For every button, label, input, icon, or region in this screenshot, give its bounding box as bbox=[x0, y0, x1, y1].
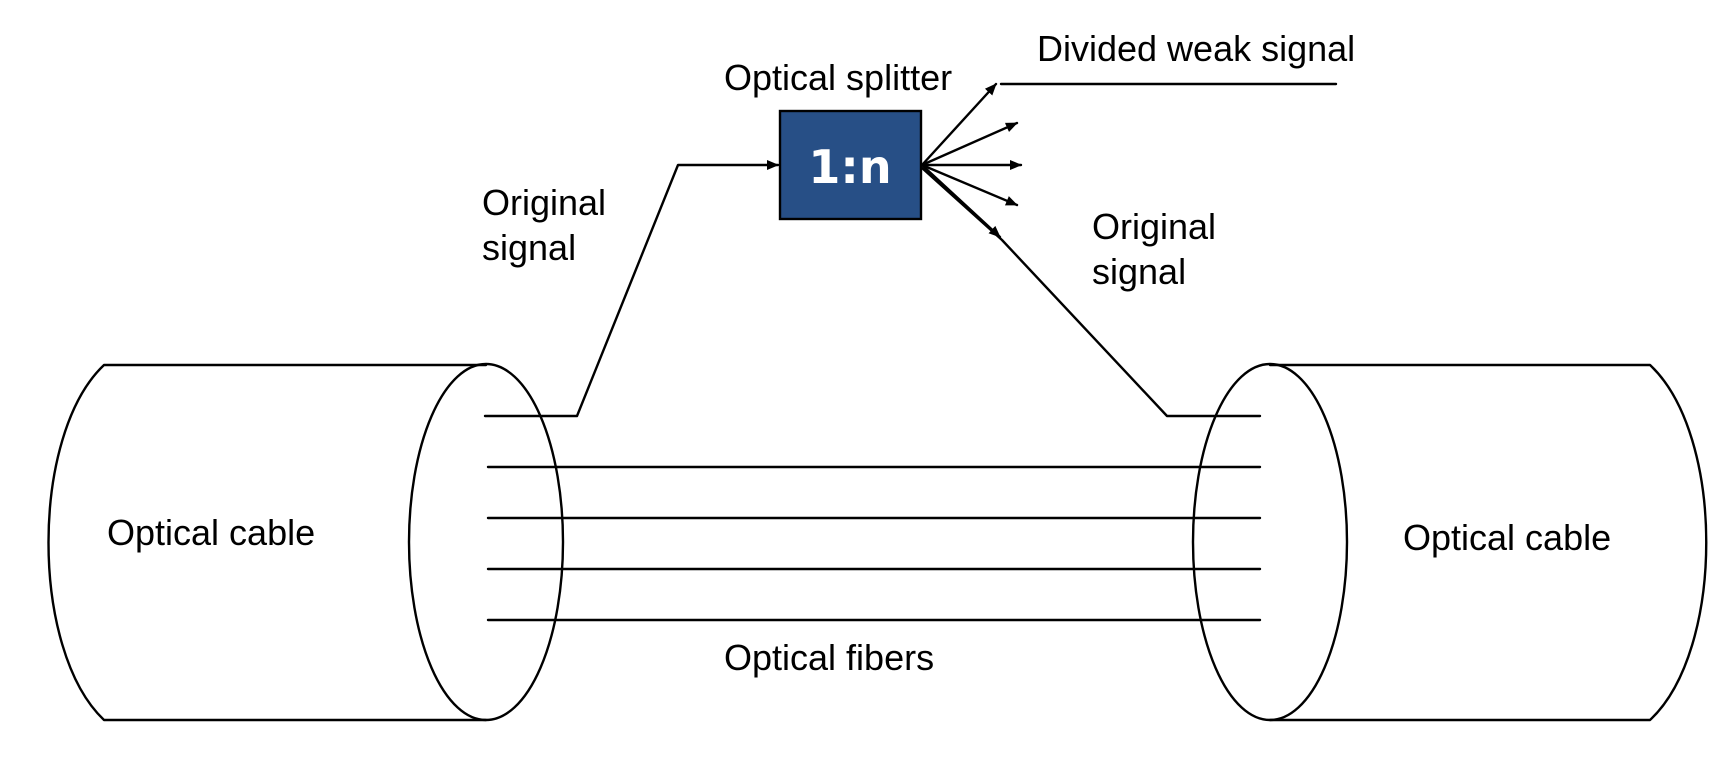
original-signal-right-label: Original signal bbox=[1092, 206, 1226, 292]
fibers-label: Optical fibers bbox=[724, 637, 934, 678]
split-output-arrows bbox=[920, 82, 1338, 239]
original-signal-left-line-1: Original bbox=[482, 182, 606, 223]
splitter-label: Optical splitter bbox=[724, 57, 952, 98]
right-optical-cable bbox=[1191, 362, 1708, 722]
right-cable-label: Optical cable bbox=[1403, 517, 1611, 558]
split-arrow bbox=[920, 163, 1002, 239]
left-cable-end bbox=[407, 362, 565, 722]
optical-splitter: 1:n bbox=[778, 109, 923, 221]
split-arrow bbox=[920, 121, 1019, 167]
optical-fibers bbox=[486, 465, 1262, 622]
original-signal-left-line-2: signal bbox=[482, 227, 576, 268]
right-cable-end bbox=[1191, 362, 1349, 722]
original-signal-in-path bbox=[483, 160, 780, 418]
original-signal-right-line-2: signal bbox=[1092, 251, 1186, 292]
splitter-box bbox=[778, 109, 923, 221]
right-cable-body bbox=[1268, 363, 1708, 722]
split-arrow bbox=[920, 163, 1019, 207]
original-signal-left-label: Original signal bbox=[482, 182, 616, 268]
left-optical-cable bbox=[47, 362, 565, 722]
left-cable-label: Optical cable bbox=[107, 512, 315, 553]
divided-signal-label: Divided weak signal bbox=[1037, 28, 1355, 69]
left-cable-body bbox=[47, 363, 488, 722]
split-arrow bbox=[920, 82, 998, 167]
splitter-ratio-text: 1:n bbox=[808, 140, 891, 194]
original-signal-right-line-1: Original bbox=[1092, 206, 1216, 247]
original-signal-out-path bbox=[920, 166, 1262, 418]
